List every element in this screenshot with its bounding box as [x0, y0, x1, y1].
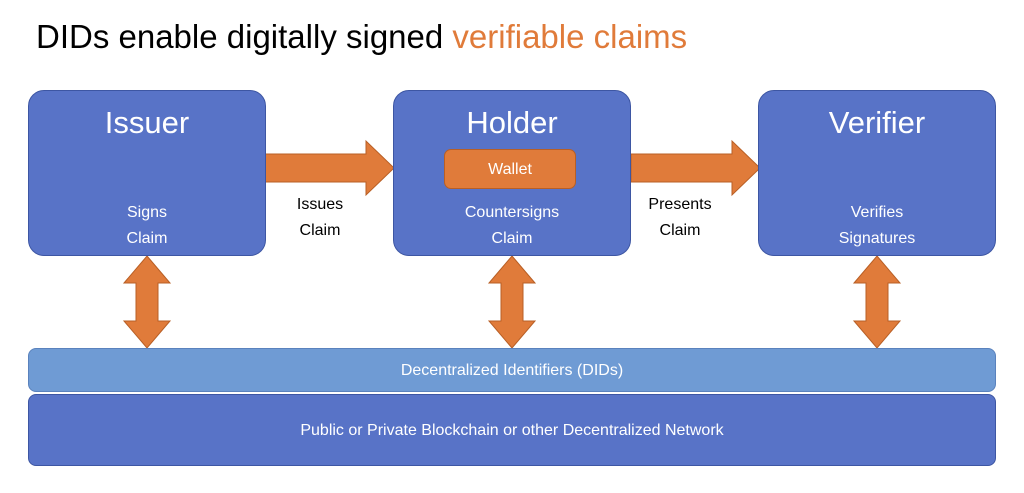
issuer-heading: Issuer	[104, 105, 190, 140]
present-label-line2: Claim	[659, 222, 701, 239]
diagram-title: DIDs enable digitally signed verifiable …	[36, 18, 687, 56]
issuer-desc-line1: Signs	[126, 204, 168, 221]
present-label-line1: Presents	[648, 196, 712, 213]
title-accent: verifiable claims	[452, 18, 688, 55]
issue-label-line2: Claim	[299, 222, 341, 239]
holder-heading: Holder	[466, 105, 558, 140]
issuer-desc-line2: Claim	[126, 230, 168, 247]
issue-claim-arrow	[264, 139, 395, 197]
holder-desc-line1: Countersigns	[464, 204, 560, 221]
issue-claim-label: Issues Claim	[270, 192, 370, 244]
verifier-description: Verifies Signatures	[759, 200, 995, 252]
verifier-desc-line2: Signatures	[838, 230, 916, 247]
verifier-heading: Verifier	[828, 105, 926, 140]
verifier-did-double-arrow	[852, 255, 902, 349]
verifier-box: Verifier Verifies Signatures	[758, 90, 996, 256]
holder-desc-line2: Claim	[491, 230, 533, 247]
present-claim-label: Presents Claim	[630, 192, 730, 244]
did-layer: Decentralized Identifiers (DIDs)	[28, 348, 996, 392]
issue-label-line1: Issues	[296, 196, 344, 213]
holder-description: Countersigns Claim	[394, 200, 630, 252]
title-prefix: DIDs enable digitally signed	[36, 18, 453, 55]
issuer-description: Signs Claim	[29, 200, 265, 252]
network-layer: Public or Private Blockchain or other De…	[28, 394, 996, 466]
present-claim-arrow	[630, 139, 761, 197]
holder-box: Holder Wallet Countersigns Claim	[393, 90, 631, 256]
holder-did-double-arrow	[487, 255, 537, 349]
issuer-box: Issuer Signs Claim	[28, 90, 266, 256]
issuer-did-double-arrow	[122, 255, 172, 349]
wallet-box: Wallet	[444, 149, 576, 189]
verifier-desc-line1: Verifies	[850, 204, 904, 221]
